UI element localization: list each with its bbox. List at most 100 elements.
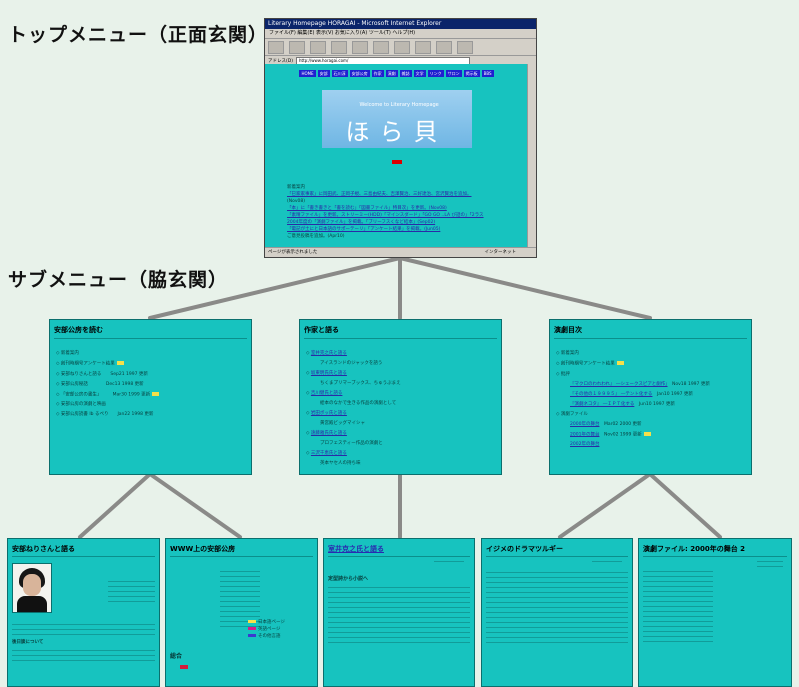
red-marker: [180, 665, 188, 669]
text-block: [434, 561, 464, 562]
page-title: WWW上の安部公房: [170, 545, 236, 553]
stop-icon[interactable]: [310, 40, 326, 54]
list-item[interactable]: ◇ 新着案内: [56, 351, 79, 356]
nav-item[interactable]: 安部公房: [349, 70, 370, 77]
list-item[interactable]: ◇ 「安部公房の書生」 Mar30 1999 更新: [56, 391, 251, 399]
list-item[interactable]: 『その他の１９９９５』 ―テント化する Jan10 1997 更新: [570, 391, 693, 397]
search-icon[interactable]: [373, 40, 389, 54]
link-list[interactable]: [643, 571, 713, 642]
text-block: [328, 587, 470, 643]
forward-icon[interactable]: [289, 40, 305, 54]
list-item[interactable]: 『マクロのわれわれ』 ―シェークスピアと劇作」 Nov18 1997 更新: [570, 381, 710, 387]
favorites-icon[interactable]: [394, 40, 410, 54]
news-line[interactable]: 「本」に「書き書きと「書を読む」「図書ファイル」特目次」を更新。(Nov08): [287, 206, 447, 211]
section-heading: 総合: [170, 653, 183, 660]
panel-title: 演劇目次: [554, 326, 582, 334]
text-block: [12, 650, 155, 661]
list-item[interactable]: ◇ 室井克之氏と語る: [306, 351, 347, 356]
new-badge: [643, 431, 651, 436]
connector-top-to-drama: [398, 256, 652, 320]
page-title: 安部ねりさんと語る: [12, 545, 75, 553]
nav-item[interactable]: 文学: [413, 70, 426, 77]
page-ishiwa: イジメのドラマツルギー: [481, 538, 633, 687]
page-title[interactable]: 室井克之氏と語る: [328, 545, 384, 553]
list-item-desc: プロフェスティー作品の演劇と: [320, 441, 383, 446]
address-label: アドレス(D): [268, 58, 293, 64]
news-line[interactable]: 「素晴ファイル」を更新。ストリーミー(HDD)「マインスダード」「GO GO ‥…: [287, 213, 484, 218]
panel-body: ◇ 室井克之氏と語る アイスランドのジャックを語う ◇ 坂東明氏氏と語る ちくま…: [306, 351, 501, 467]
panel-title: 作家と語る: [304, 326, 339, 334]
list-item[interactable]: ◇ 坂東明氏氏と語る: [306, 371, 347, 376]
red-marker: [391, 160, 402, 164]
page-title: イジメのドラマツルギー: [486, 545, 563, 553]
list-item[interactable]: ◇ 安部ねりさんと語る Sep21 1997 更新: [56, 371, 148, 377]
link-list[interactable]: [220, 571, 260, 631]
top-menu-browser-window: Literary Homepage HORAGAI - Microsoft In…: [264, 18, 537, 258]
list-item[interactable]: ◇ 新着案内: [556, 351, 579, 356]
site-nav-strip: HOME 安部 石川淳 安部公房 作家 演劇 雑誌 文学 リンク サロン 掲示板…: [265, 70, 528, 77]
nav-item[interactable]: 作家: [371, 70, 384, 77]
status-text: ページが表示されました: [268, 250, 318, 255]
news-line[interactable]: 2004年度の「演劇ファイル」を掲載。「ブリーフスくなど結本」(Sep02): [287, 220, 436, 225]
banner-welcome-text: Welcome to Literary Homepage: [359, 102, 439, 108]
news-title: 新着案内: [287, 185, 305, 190]
list-item[interactable]: 『演劇ネコタ』 ―ＩＰＴ化する Jun10 1997 更新: [570, 401, 675, 407]
list-item[interactable]: 2001年の舞台 Nov02 1999 更新: [556, 431, 751, 439]
top-menu-label: トップメニュー（正面玄関）: [8, 24, 269, 46]
new-badge: [152, 391, 160, 396]
nav-item[interactable]: 石川淳: [331, 70, 348, 77]
back-icon[interactable]: [268, 40, 284, 54]
home-icon[interactable]: [352, 40, 368, 54]
nav-item[interactable]: 安部: [317, 70, 330, 77]
browser-menu-bar[interactable]: ファイル(F) 編集(E) 表示(V) お気に入り(A) ツール(T) ヘルプ(…: [265, 29, 536, 39]
list-item[interactable]: 2000年の舞台 Mar02 2000 更新: [570, 421, 642, 427]
divider: [54, 338, 247, 339]
divider: [328, 556, 470, 557]
browser-scrollbar[interactable]: [527, 64, 536, 247]
nav-item[interactable]: リンク: [427, 70, 444, 77]
list-item[interactable]: ◇ 安部公房の演劇と映画: [56, 402, 106, 407]
refresh-icon[interactable]: [331, 40, 347, 54]
news-line[interactable]: 「巳家家事家」に岡田武、正岡子規、三島由紀夫、吉澤賢治、三好達治、宮沢賢治を追加…: [287, 192, 472, 197]
mail-icon[interactable]: [436, 40, 452, 54]
list-item[interactable]: ◇ 岩田ボッ氏と語る: [306, 411, 347, 416]
portrait-photo: [12, 563, 52, 613]
list-item[interactable]: 2002年の舞台: [570, 442, 600, 447]
panel-title: 安部公房を読む: [54, 326, 103, 334]
print-icon[interactable]: [457, 40, 473, 54]
text-block: [486, 572, 628, 643]
list-item-desc: ちくまプリマーブックス、ちゅうぶまえ: [320, 381, 401, 386]
list-item[interactable]: ◇ 遠藤雅氏氏と語る: [306, 431, 347, 436]
list-item[interactable]: ◇ 演劇ファイル: [556, 411, 588, 417]
new-badge: [616, 361, 624, 365]
sub-panel-abe-kobo: 安部公房を読む ◇ 新着案内 ◇ 創刊時期号アンケート結果 ◇ 安部ねりさんと語…: [49, 319, 252, 475]
browser-toolbar: [265, 39, 536, 56]
connector-top-to-abe: [148, 256, 402, 320]
nav-item[interactable]: 掲示板: [463, 70, 480, 77]
panel-body: ◇ 新着案内 ◇ 創刊時期号アンケート結果 ◇ 安部ねりさんと語る Sep21 …: [56, 351, 251, 418]
nav-item[interactable]: 演劇: [385, 70, 398, 77]
history-icon[interactable]: [415, 40, 431, 54]
status-zone: インターネット: [484, 250, 517, 255]
nav-item[interactable]: BBS: [481, 70, 494, 77]
browser-title-bar: Literary Homepage HORAGAI - Microsoft In…: [265, 19, 536, 29]
connector-abe-to-interview: [78, 472, 152, 539]
nav-item[interactable]: HOME: [299, 70, 316, 77]
nav-item[interactable]: 雑誌: [399, 70, 412, 77]
list-item[interactable]: ◇ 創刊時期号アンケート結果: [556, 361, 751, 368]
text-block: [108, 581, 155, 602]
news-line[interactable]: 「電記が土にと日本語のサポーテーリ」「アンケート結果」を掲載。(Jun05): [287, 227, 441, 232]
list-item[interactable]: ◇ 安部公房読書 Ib るぺり Jan22 1998 更新: [56, 412, 154, 417]
text-block: [592, 561, 622, 562]
list-item[interactable]: ◇ 安部公房秘話 Dec13 1998 更新: [56, 381, 144, 387]
browser-content: HOME 安部 石川淳 安部公房 作家 演劇 雑誌 文学 リンク サロン 掲示板…: [265, 64, 528, 247]
nav-item[interactable]: サロン: [445, 70, 462, 77]
list-item-desc: 英本ヤセ人の持ち味: [320, 461, 361, 466]
list-item[interactable]: ◇ 三沢千恵氏と語る: [306, 451, 347, 456]
list-item[interactable]: ◇ 創刊時期号アンケート結果: [56, 361, 251, 368]
divider: [643, 556, 787, 557]
list-item[interactable]: ◇ 吉川健氏と語る: [306, 391, 343, 396]
new-badge: [116, 361, 124, 365]
list-item[interactable]: ◇ 批評: [556, 371, 570, 377]
